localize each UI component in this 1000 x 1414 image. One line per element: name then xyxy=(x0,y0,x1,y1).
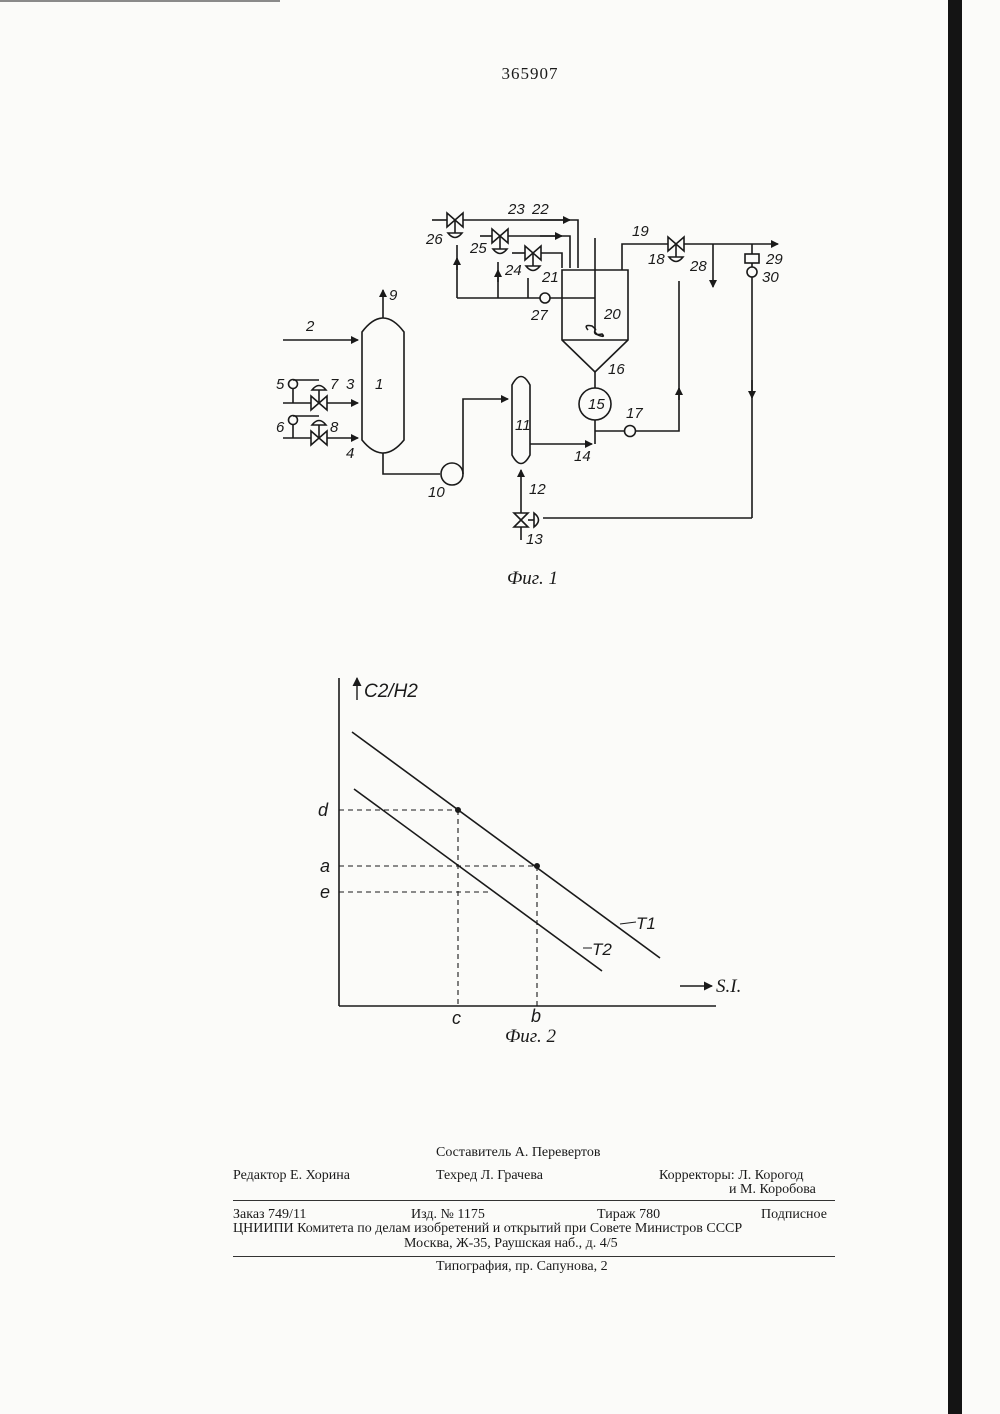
tick-c: c xyxy=(452,1008,461,1028)
techred-line: Техред Л. Грачева xyxy=(436,1168,543,1184)
compiler-line: Составитель А. Перевертов xyxy=(436,1145,600,1161)
footer-rule-2 xyxy=(233,1256,835,1257)
correctors-line-2: и М. Коробова xyxy=(729,1182,816,1198)
tick-d: d xyxy=(318,800,329,820)
line-label-t2: T2 xyxy=(592,940,612,959)
y-axis-label: C2/H2 xyxy=(364,681,418,702)
printing-line: Типография, пр. Сапунова, 2 xyxy=(436,1259,608,1275)
x-axis-label: S.I. xyxy=(716,976,741,997)
line-label-t1: T1 xyxy=(636,914,656,933)
tick-b: b xyxy=(531,1006,541,1026)
tick-a: a xyxy=(320,856,330,876)
footer-rule-1 xyxy=(233,1200,835,1201)
tick-e: e xyxy=(320,882,330,902)
figure-2-caption: Фиг. 2 xyxy=(505,1026,556,1047)
editor-line: Редактор Е. Хорина xyxy=(233,1168,350,1184)
address-line: Москва, Ж-35, Раушская наб., д. 4/5 xyxy=(404,1236,618,1252)
institute-line: ЦНИИПИ Комитета по делам изобретений и о… xyxy=(233,1221,742,1237)
subscription-label: Подписное xyxy=(761,1207,827,1223)
line-t1 xyxy=(352,732,660,958)
line-t2 xyxy=(354,789,602,971)
